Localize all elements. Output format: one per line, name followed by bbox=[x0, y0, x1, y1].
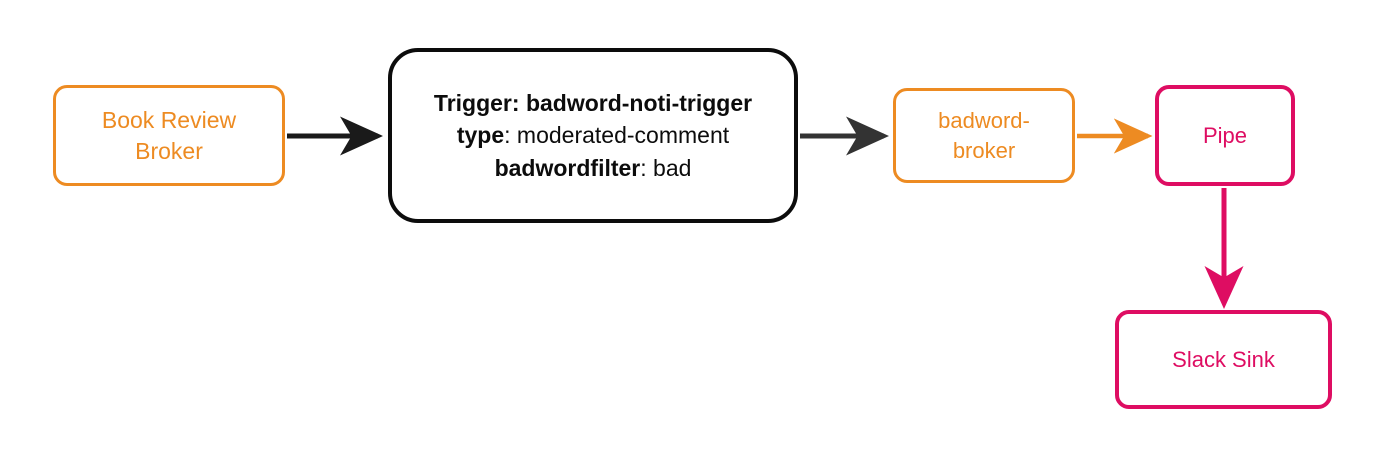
node-badword-broker[interactable]: badword- broker bbox=[893, 88, 1075, 183]
trigger-line-type: type: moderated-comment bbox=[434, 119, 752, 152]
node-trigger[interactable]: Trigger: badword-noti-trigger type: mode… bbox=[388, 48, 798, 223]
trigger-line-badwordfilter: badwordfilter: bad bbox=[434, 152, 752, 185]
trigger-line-type-key: type bbox=[456, 122, 505, 149]
node-pipe-label: Pipe bbox=[1202, 122, 1248, 148]
node-badword-broker-label: badword- broker bbox=[938, 108, 1030, 163]
node-book-review-broker-label: Book Review Broker bbox=[101, 107, 237, 164]
trigger-line-type-value: : moderated-comment bbox=[504, 122, 730, 149]
node-slack-sink-label: Slack Sink bbox=[1172, 346, 1275, 372]
trigger-line-name: Trigger: badword-noti-trigger bbox=[434, 87, 752, 120]
node-pipe[interactable]: Pipe bbox=[1155, 85, 1295, 186]
node-slack-sink[interactable]: Slack Sink bbox=[1115, 310, 1332, 409]
trigger-line-name-key: Trigger: bbox=[433, 89, 520, 116]
trigger-line-badwordfilter-value: : bad bbox=[640, 154, 692, 181]
trigger-line-badwordfilter-key: badwordfilter bbox=[494, 154, 641, 181]
node-trigger-label: Trigger: badword-noti-trigger type: mode… bbox=[434, 87, 752, 185]
trigger-line-name-value: badword-noti-trigger bbox=[525, 89, 753, 116]
node-book-review-broker[interactable]: Book Review Broker bbox=[53, 85, 285, 186]
